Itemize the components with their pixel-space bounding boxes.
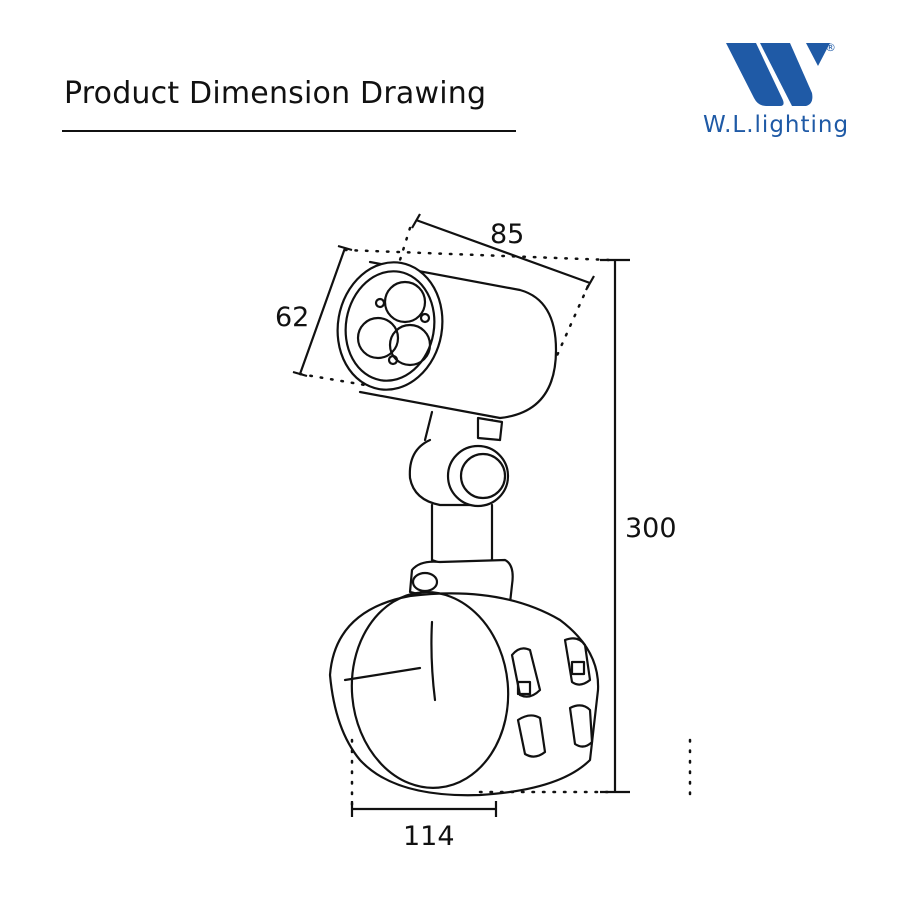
hinge-joint [408, 410, 510, 508]
led-lens [356, 316, 400, 360]
w-logo-mark-icon: ® [726, 41, 836, 106]
lamp-head [336, 260, 558, 420]
dimension-lines [292, 213, 630, 817]
registered-mark: ® [825, 41, 836, 54]
dim-label-114: 114 [403, 821, 455, 852]
extension-lines [298, 226, 692, 807]
title-underline [62, 130, 516, 132]
dim-line-114 [350, 801, 498, 817]
brand-name: W.L.lighting [703, 112, 850, 138]
led-lens [388, 323, 432, 367]
dim-label-300: 300 [625, 513, 677, 544]
dim-label-62: 62 [275, 302, 309, 333]
page-title: Product Dimension Drawing [64, 76, 487, 111]
dim-label-85: 85 [490, 219, 524, 250]
pipe-clamp [328, 591, 600, 797]
mounting-post [408, 503, 514, 606]
brand-logo: ® W.L.lighting [700, 38, 870, 148]
